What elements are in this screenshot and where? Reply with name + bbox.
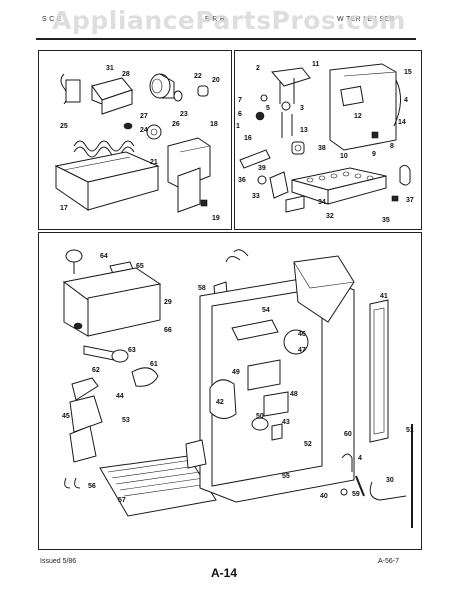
callout-15: 15 [404,69,412,76]
callout-53: 53 [122,417,130,424]
callout-35: 35 [382,217,390,224]
callout-42: 42 [216,399,224,406]
header-assembly-label: W TER I E I SER [337,16,395,23]
callout-28: 28 [122,71,130,78]
callout-37: 37 [406,197,414,204]
watermark: AppliancePartsPros.com [52,6,406,35]
callout-46: 46 [298,331,306,338]
callout-32: 32 [326,213,334,220]
callout-16: 16 [244,135,252,142]
callout-40: 40 [320,493,328,500]
callout-48: 48 [290,391,298,398]
callout-27: 27 [140,113,148,120]
callout-8: 8 [390,143,394,150]
callout-29: 29 [164,299,172,306]
callout-33: 33 [252,193,260,200]
callout-34: 34 [318,199,326,206]
callout-26: 26 [172,121,180,128]
callout-60: 60 [344,431,352,438]
callout-47: 47 [298,347,306,354]
dispenser-drawing [62,249,413,528]
callout-21: 21 [150,159,158,166]
callout-65: 65 [136,263,144,270]
callout-45: 45 [62,413,70,420]
callout-22: 22 [194,73,202,80]
callout-19: 19 [212,215,220,222]
callout-10: 10 [340,153,348,160]
callout-52: 52 [304,441,312,448]
callout-49: 49 [232,369,240,376]
callout-11: 11 [312,61,320,68]
callout-6: 6 [238,111,242,118]
callout-44: 44 [116,393,124,400]
callout-17: 17 [60,205,68,212]
callout-2: 2 [256,65,260,72]
callout-43: 43 [282,419,290,426]
header-rule [36,38,416,40]
callout-51: 51 [406,427,414,434]
callout-23: 23 [180,111,188,118]
callout-1: 1 [236,123,240,130]
callout-13: 13 [300,127,308,134]
callout-7: 7 [238,97,242,104]
callout-56: 56 [88,483,96,490]
callout-20: 20 [212,77,220,84]
callout-3: 3 [300,105,304,112]
ice-bucket-drawing [239,63,411,213]
callout-labels: 31 28 22 20 23 27 24 26 25 21 18 17 19 2… [60,61,414,504]
callout-31: 31 [106,65,114,72]
callout-50: 50 [256,413,264,420]
callout-39: 39 [258,165,266,172]
header-model-label: B R R [205,16,226,23]
callout-38: 38 [318,145,326,152]
callout-61: 61 [150,361,158,368]
callout-63: 63 [128,347,136,354]
callout-62: 62 [92,367,100,374]
callout-9: 9 [372,151,376,158]
callout-30: 30 [386,477,394,484]
callout-4-bottom: 4 [358,455,362,462]
callout-12: 12 [354,113,362,120]
callout-5: 5 [266,105,270,112]
reference-code: A-56-7 [378,558,400,565]
callout-55: 55 [282,473,290,480]
callout-64: 64 [100,253,108,260]
callout-59: 59 [352,491,360,498]
callout-36: 36 [238,177,246,184]
motor-assembly-drawing [54,73,211,213]
callout-18: 18 [210,121,218,128]
issued-date: Issued 5/86 [40,558,77,565]
callout-58: 58 [198,285,206,292]
callout-66: 66 [164,327,172,334]
callout-54: 54 [262,307,270,314]
callout-14: 14 [398,119,406,126]
callout-57: 57 [118,497,126,504]
callout-24: 24 [140,127,148,134]
callout-25: 25 [60,123,68,130]
callout-4-top: 4 [404,97,408,104]
page-number: A-14 [211,566,238,580]
callout-41: 41 [380,293,388,300]
header-section-label: S C E [42,16,62,23]
